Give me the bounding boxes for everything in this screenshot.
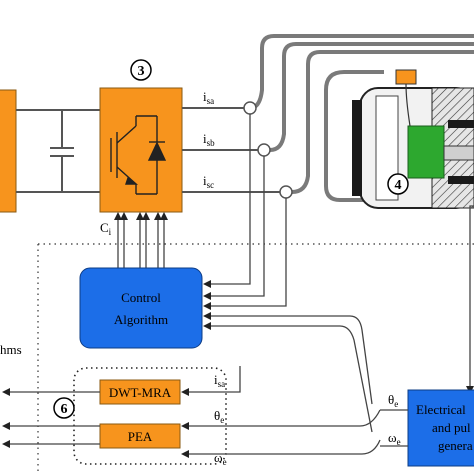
phase-a-label: isa	[203, 89, 214, 106]
current-sensors	[243, 101, 293, 199]
electrical-block-line3: genera	[438, 438, 473, 453]
control-algorithm-line2: Algorithm	[114, 312, 168, 327]
diagnosis-input-lines	[188, 366, 381, 455]
phase-b-label: isb	[203, 131, 215, 148]
dwt-mra-block	[99, 379, 181, 405]
sensor-theta-label: θe	[388, 392, 398, 409]
diagnosis-boundary	[73, 367, 227, 465]
gate-signals	[117, 218, 165, 268]
converter-badge-text: 3	[138, 64, 145, 79]
motor-bearing-2	[448, 176, 474, 184]
dc-source-block	[0, 89, 17, 213]
pea-block	[99, 423, 181, 449]
control-arrowheads	[203, 280, 211, 330]
pea-label: PEA	[128, 429, 153, 444]
diagnosis-input-arrowheads	[181, 388, 189, 458]
omega-input-label: ωe	[214, 450, 227, 467]
motor-badge	[387, 173, 409, 195]
motor-stator-left	[352, 100, 362, 196]
diagnosis-badge	[53, 397, 75, 419]
control-input-label: Ci	[100, 220, 112, 237]
diagnosis-badge-text: 6	[61, 402, 68, 417]
dc-bus	[16, 109, 100, 193]
sensor-omega-label: ωe	[388, 430, 401, 447]
capacitor-icon	[50, 147, 74, 157]
inverter-block	[99, 87, 183, 213]
motor-rotor	[407, 125, 445, 179]
electrical-pulse-block	[407, 389, 474, 467]
diagnosis-output-arrowheads	[2, 388, 10, 448]
diagnosis-output-lines	[8, 391, 100, 445]
control-algorithm-line1: Control	[121, 290, 161, 305]
motor-shaft	[443, 145, 474, 161]
gate-arrowheads	[114, 212, 168, 220]
theta-input-label: θe	[214, 408, 224, 425]
converter-badge	[130, 59, 152, 81]
control-algorithm-block	[79, 267, 203, 349]
sensor-output-lines	[380, 409, 408, 447]
controller-boundary	[37, 243, 474, 474]
encoder-cable	[405, 83, 411, 127]
sensor-a-icon	[243, 101, 257, 115]
left-clipped-text: hms	[0, 342, 22, 357]
sensor-feed-wire	[469, 205, 474, 392]
sensor-c-icon	[279, 185, 293, 199]
motor-badge-text: 4	[395, 178, 402, 193]
dwt-mra-label: DWT-MRA	[109, 385, 172, 400]
control-feedback-lines	[210, 114, 373, 433]
igbt-icon	[110, 115, 167, 195]
phase-c-label: isc	[203, 173, 214, 190]
motor-feedback-wire	[324, 70, 474, 202]
encoder-icon	[395, 69, 417, 85]
electrical-block-line1: Electrical	[416, 402, 466, 417]
electrical-block-line2: and pul	[432, 420, 471, 435]
motor-stator-inner	[375, 95, 399, 201]
motor-bearing	[448, 120, 474, 128]
dwt-input-label: isa	[214, 372, 225, 389]
sensor-b-icon	[257, 143, 271, 157]
